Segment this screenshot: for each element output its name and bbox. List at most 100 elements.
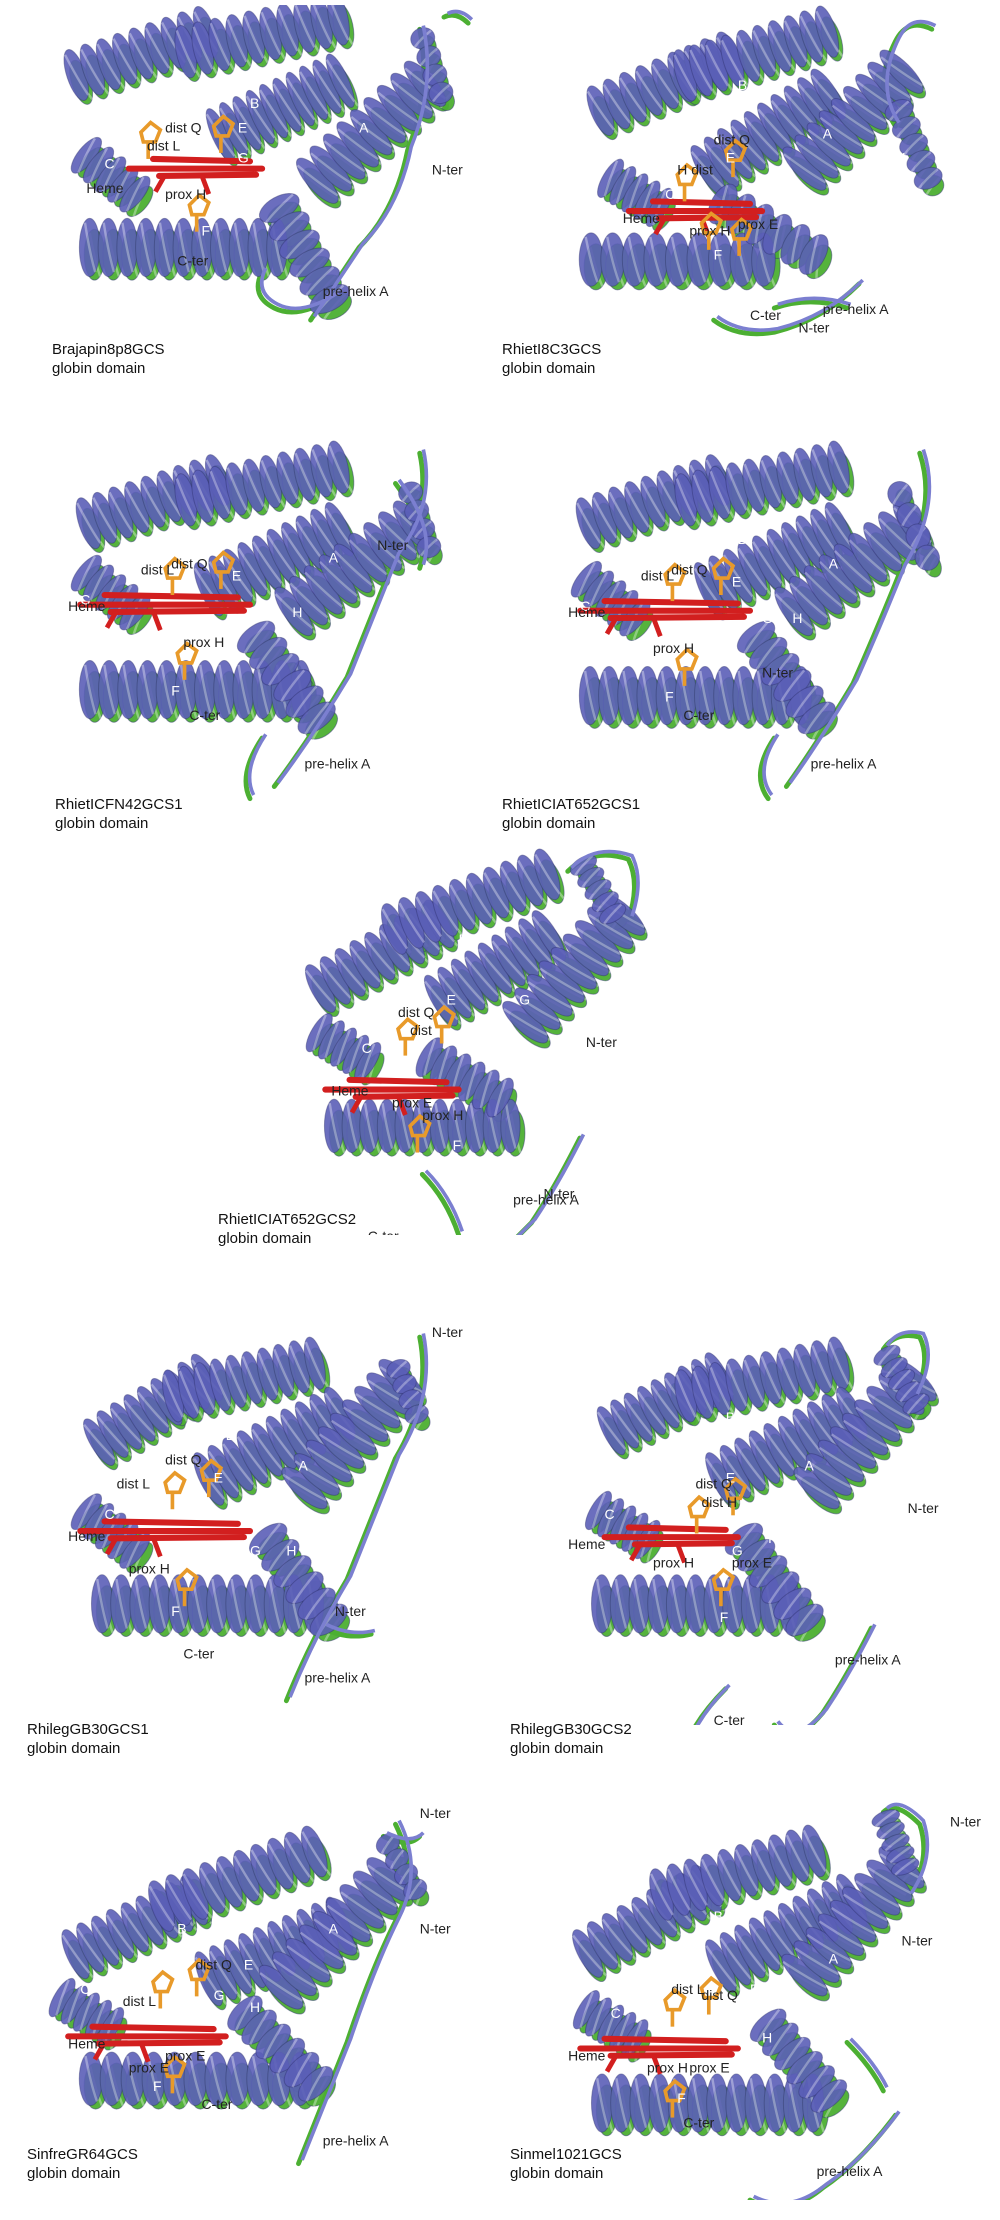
structure-label: prox E — [129, 2060, 169, 2076]
residue-sidechain — [675, 647, 699, 671]
structure-label: pre-helix A — [513, 1192, 579, 1208]
heme-group — [125, 155, 266, 179]
structure-label: B — [726, 1409, 735, 1425]
caption-subtitle: globin domain — [510, 1740, 604, 1757]
structure-label: dist Q — [702, 1987, 739, 2003]
caption-name: SinfreGR64GCS — [27, 2146, 138, 2163]
structure-label: dist L — [671, 1981, 705, 1997]
structure-label: C — [105, 1506, 115, 1522]
structure-label: G — [519, 992, 530, 1008]
structure-label: pre-helix A — [323, 2132, 389, 2148]
structure-label: prox H — [165, 186, 206, 202]
panel-caption: RhietICIAT652GCS1 globin domain — [502, 795, 640, 833]
structure-label: Heme — [568, 604, 605, 620]
structure-label: Heme — [568, 2048, 605, 2064]
residue-sidechain — [175, 641, 199, 665]
structure-label: dist H — [702, 1494, 738, 1510]
structure-label: G — [238, 150, 249, 166]
structure-label: prox E — [738, 216, 778, 232]
caption-name: RhietICFN42GCS1 — [55, 796, 183, 813]
structure-label: Heme — [568, 1536, 605, 1552]
structure-label: C-ter — [683, 2114, 714, 2130]
residue-sidechain — [187, 1957, 211, 1982]
structure-label: A — [329, 549, 339, 565]
residue-sidechain — [711, 1567, 736, 1592]
residue-sidechain — [432, 1004, 456, 1029]
caption-subtitle: globin domain — [218, 1230, 312, 1247]
structure-label: prox H — [653, 1554, 694, 1570]
structure-label: H — [250, 1999, 260, 2015]
structure-label: C-ter — [750, 307, 781, 323]
caption-name: RhietICIAT652GCS1 — [502, 796, 641, 813]
structure-label: E — [244, 1957, 253, 1973]
structure-label: A — [829, 555, 839, 571]
structure-label: N-ter — [950, 1814, 981, 1830]
heme-group — [77, 1518, 254, 1542]
structure-label: H — [292, 604, 302, 620]
panel-caption: RhietICFN42GCS1 globin domain — [55, 795, 183, 833]
structure-label: dist Q — [695, 1476, 732, 1492]
caption-subtitle: globin domain — [27, 1740, 121, 1757]
structure-label: dist L — [147, 137, 181, 153]
heme-group — [77, 591, 254, 615]
structure-label: F — [720, 1609, 729, 1625]
structure-label: C — [105, 156, 115, 172]
structure-label: prox E — [732, 1554, 772, 1570]
structure-label: C — [605, 1506, 615, 1522]
structure-label: H — [895, 150, 905, 166]
structure-label: dist Q — [671, 561, 708, 577]
structure-label: A — [805, 1457, 815, 1473]
structure-label: prox E — [689, 2060, 729, 2076]
structure-label: N-ter — [377, 537, 408, 553]
structure-label: G — [214, 1987, 225, 2003]
structure-label: E — [232, 567, 241, 583]
structure-label: prox H — [647, 2060, 688, 2076]
structure-label: A — [359, 119, 369, 135]
structure-label: F — [714, 247, 723, 263]
structure-label: H dist — [677, 162, 713, 178]
residue-sidechain — [699, 1975, 724, 2000]
structure-label: pre-helix A — [305, 1670, 371, 1686]
structure-label: dist Q — [714, 131, 751, 147]
structure-label: dist L — [141, 561, 175, 577]
heme-group — [322, 1076, 462, 1100]
structure-label: G — [250, 1542, 261, 1558]
structure-label: Heme — [86, 180, 123, 196]
residue-sidechain — [723, 138, 748, 162]
structure-label: prox H — [183, 634, 224, 650]
structure-label: pre-helix A — [835, 1651, 901, 1667]
structure-label: G — [762, 186, 773, 202]
structure-label: prox H — [422, 1107, 463, 1123]
structure-label: F — [665, 689, 674, 705]
structure-label: N-ter — [432, 162, 463, 178]
residue-sidechain — [211, 114, 236, 138]
structure-label: G — [732, 1542, 743, 1558]
panel-caption: RhilegGB30GCS2 globin domain — [510, 1720, 632, 1758]
structure-label: E — [238, 119, 247, 135]
structure-label: C — [580, 598, 590, 614]
residue-sidechain — [163, 556, 187, 580]
caption-subtitle: globin domain — [55, 815, 149, 832]
heme-group — [577, 2035, 741, 2059]
structure-label: C-ter — [189, 707, 220, 723]
caption-name: RhilegGB30GCS2 — [510, 1721, 632, 1738]
structure-label: dist Q — [398, 1004, 435, 1020]
structure-label: F — [171, 1603, 180, 1619]
structure-label: prox H — [689, 222, 730, 238]
structure-label: pre-helix A — [323, 283, 389, 299]
panel-caption: RhietICIAT652GCS2 globin domain — [218, 1210, 356, 1248]
structure-label: G — [262, 604, 273, 620]
structure-label: F — [171, 683, 180, 699]
caption-subtitle: globin domain — [27, 2165, 121, 2182]
structure-label: pre-helix A — [811, 755, 877, 771]
structure-label: prox E — [392, 1095, 432, 1111]
residue-sidechain — [699, 211, 724, 235]
structure-label: N-ter — [908, 1500, 939, 1516]
